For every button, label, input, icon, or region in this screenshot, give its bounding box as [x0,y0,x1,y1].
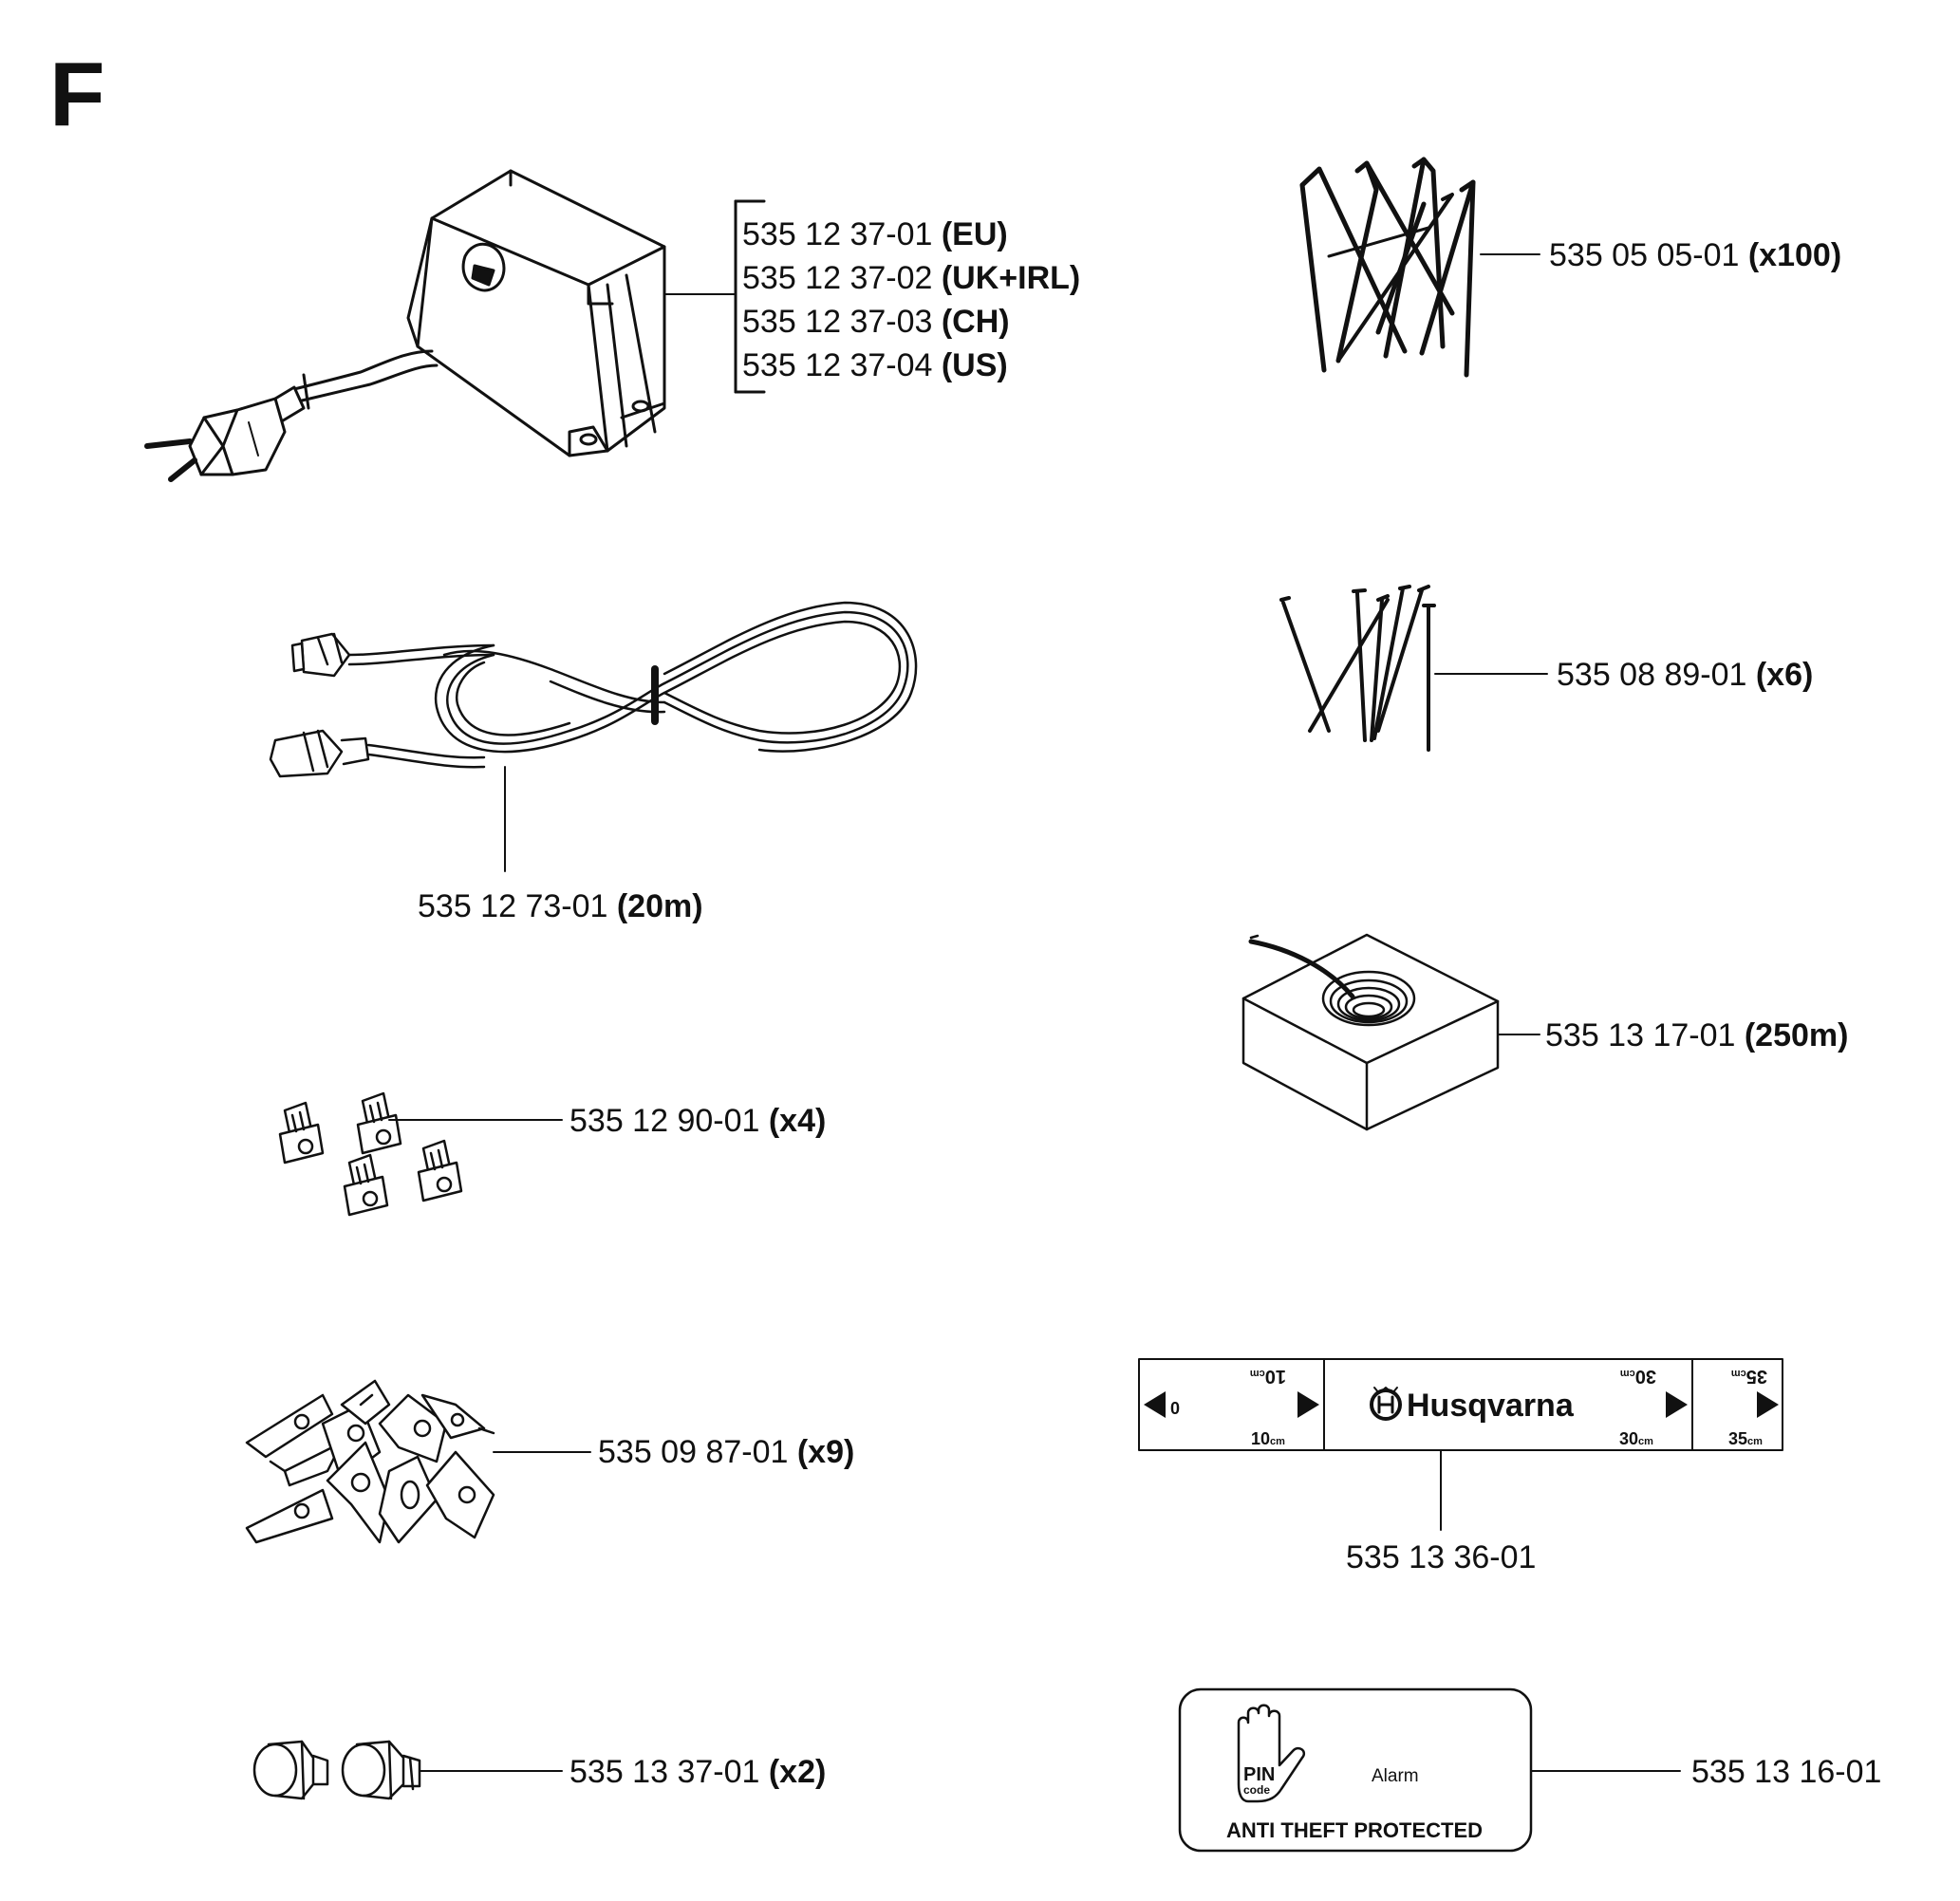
stakes-part-number: 535 08 89-01 (x6) [1557,657,1813,693]
gauge-ruler-icon [1138,1358,1783,1531]
transformer-part-number-eu: 535 12 37-01 (EU) [742,216,1008,252]
transformer-part-number-us: 535 12 37-04 (US) [742,347,1008,383]
gauge-top-mark-10: 10cm [1250,1366,1286,1387]
connector-icon [252,1740,563,1800]
pegs-part-number: 535 05 05-01 (x100) [1549,237,1841,273]
decal-caption: ANTI THEFT PROTECTED [1226,1818,1483,1842]
decal-pin-text: PIN [1243,1764,1275,1785]
coupler-icon [278,1091,563,1217]
blade-icon [245,1379,591,1544]
gauge-zero-mark: 0 [1170,1399,1180,1418]
gauge-brand: Husqvarna [1407,1388,1575,1424]
cable-part-number: 535 12 73-01 (20m) [418,888,703,924]
gauge-top-mark-35: 35cm [1731,1366,1767,1387]
gauge-bottom-mark-35: 35cm [1728,1429,1763,1448]
anti-theft-decal [1178,1687,1533,1853]
gauge-part-number: 535 13 36-01 [1346,1539,1536,1575]
decal-part-number: 535 13 16-01 [1691,1754,1881,1790]
hand-icon [1237,1704,1306,1803]
transformer-icon [144,169,766,482]
wire-reel-part-number: 535 13 17-01 (250m) [1545,1017,1848,1053]
blades-part-number: 535 09 87-01 (x9) [598,1434,854,1470]
transformer-part-number-uk: 535 12 37-02 (UK+IRL) [742,260,1080,296]
couplers-part-number: 535 12 90-01 (x4) [569,1103,826,1139]
husqvarna-logo-icon [1370,1388,1402,1421]
gauge-bottom-mark-30: 30cm [1619,1429,1653,1448]
gauge-bottom-mark-10: 10cm [1251,1429,1285,1448]
connectors-part-number: 535 13 37-01 (x2) [569,1754,826,1790]
decal-alarm-text: Alarm [1372,1766,1419,1786]
peg-icon [1299,157,1540,378]
transformer-part-number-ch: 535 12 37-03 (CH) [742,304,1010,340]
decal-code-text: code [1243,1783,1270,1797]
section-letter: F [49,44,105,145]
low-voltage-cable-icon [269,601,918,872]
gauge-top-mark-30: 30cm [1620,1366,1656,1387]
stake-icon [1279,585,1548,752]
wire-reel-icon [1241,933,1540,1131]
